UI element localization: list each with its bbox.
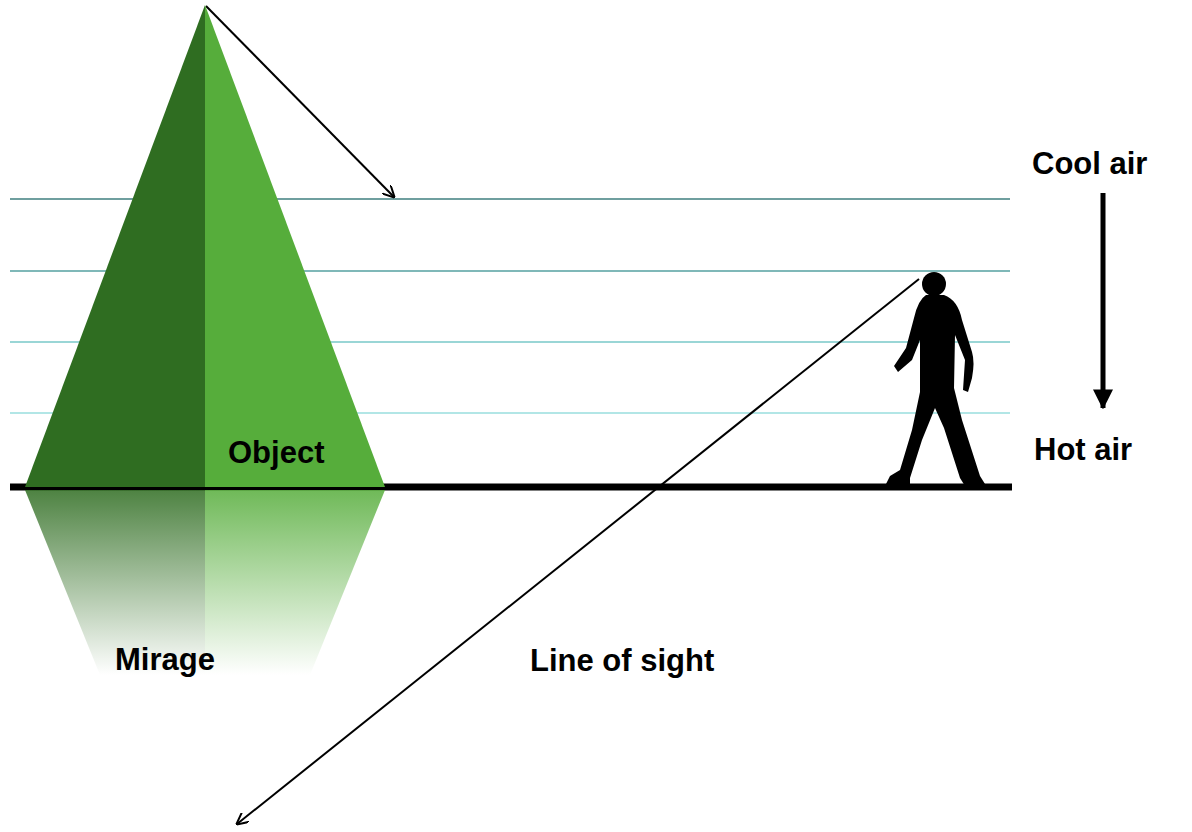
annotation-label: Hot air (1034, 432, 1132, 468)
object-light (205, 5, 385, 487)
object-pyramid: Object (25, 5, 385, 487)
annotation-label: Cool air (1032, 146, 1147, 182)
mirage-image: Mirage (25, 490, 385, 690)
shape-label: Mirage (115, 642, 215, 678)
node-shape (25, 5, 385, 487)
mirage-light (205, 490, 385, 675)
annotation-label: Line of sight (530, 643, 714, 679)
person-silhouette (886, 272, 985, 486)
object-shade (25, 5, 205, 487)
shape-label: Object (228, 435, 324, 471)
temperature-arrow (1101, 193, 1106, 408)
